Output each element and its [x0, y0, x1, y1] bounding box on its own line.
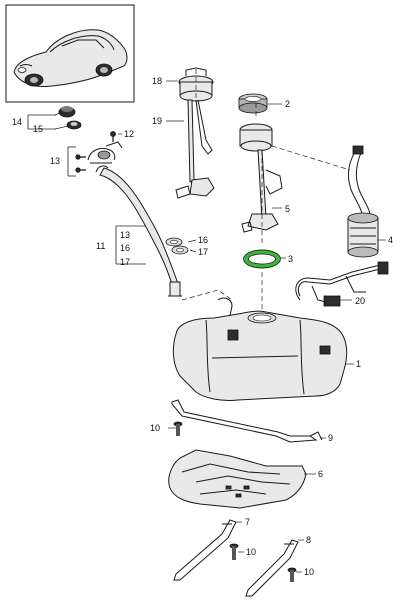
callout-5: 5: [285, 204, 290, 214]
callout-16: 16: [198, 235, 208, 245]
callout-14: 14: [12, 117, 22, 127]
lock-ring-part-2: [238, 93, 268, 114]
wiring-harness-part-20: [295, 261, 389, 307]
callout-15: 15: [33, 124, 43, 134]
callout-16-pipe: 16: [120, 243, 130, 253]
callout-19: 19: [152, 116, 162, 126]
callout-1: 1: [356, 359, 361, 369]
callout-13-pipe: 13: [120, 230, 130, 240]
grommet-part-16: [165, 237, 183, 247]
callout-10-middle: 10: [246, 547, 256, 557]
seal-ring-part-15: [66, 120, 82, 130]
fuel-tank-part-1: [172, 297, 348, 401]
vehicle-thumbnail: [5, 4, 135, 103]
callout-brackets: [27, 114, 146, 265]
callout-10-upper: 10: [150, 423, 160, 433]
callout-labels: 14 15 12 13 18 19 2 5 3 4 20 11 13 16 17…: [12, 76, 393, 577]
callout-17: 17: [198, 247, 208, 257]
bolt-part-10-middle: [229, 543, 239, 560]
clamp-parts-13: [87, 141, 123, 164]
assembly-lines: [181, 68, 351, 312]
callout-8: 8: [306, 535, 311, 545]
pump-bracket-part-5: [239, 123, 283, 233]
filler-pipe-part-11: [95, 165, 182, 297]
callout-11: 11: [96, 241, 105, 251]
callout-6: 6: [318, 469, 323, 479]
callout-10-lower: 10: [304, 567, 314, 577]
heat-shield-part-6: [168, 449, 307, 509]
fuel-pump-part-4: [347, 145, 379, 258]
filler-cap-part-14: [58, 106, 76, 118]
level-sender-part-19: [175, 99, 215, 199]
callout-13-clamp: 13: [50, 156, 60, 166]
callout-2: 2: [285, 99, 290, 109]
callout-17-pipe: 17: [120, 257, 130, 267]
callout-3: 3: [288, 254, 293, 264]
bolt-part-10-lower: [287, 567, 297, 582]
strap-part-8: [245, 539, 299, 597]
tank-seal-part-3: [243, 249, 281, 269]
car-icon: [13, 29, 128, 87]
grommet-part-17: [171, 245, 189, 255]
leader-lines: [54, 80, 386, 573]
tank-strap-part-9: [171, 399, 323, 443]
bolt-part-10-upper: [173, 421, 183, 436]
callout-20: 20: [355, 296, 365, 306]
callout-12: 12: [124, 129, 134, 139]
screw-part-12: [110, 131, 116, 142]
callout-18: 18: [152, 76, 162, 86]
screws-13: [75, 154, 86, 173]
callout-7: 7: [245, 517, 250, 527]
strap-part-7: [173, 519, 237, 581]
callout-4: 4: [388, 235, 393, 245]
callout-9: 9: [328, 433, 333, 443]
